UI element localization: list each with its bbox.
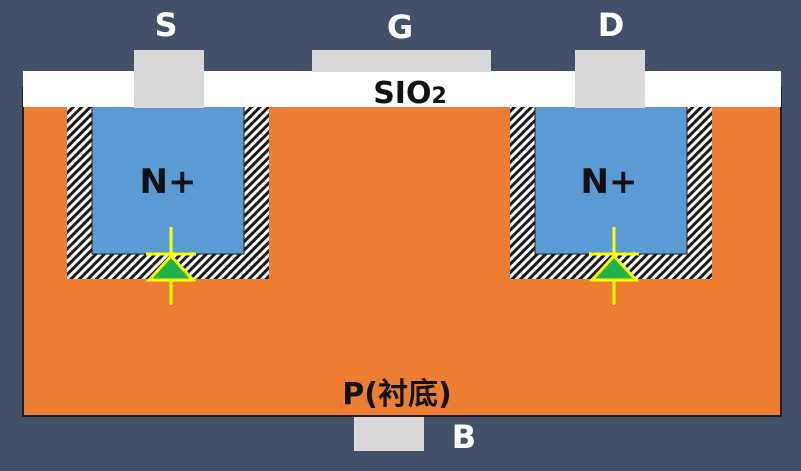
gate-label: G — [387, 8, 413, 46]
sio2-label-main: SIO — [373, 76, 431, 111]
drain-contact — [575, 50, 645, 108]
right-n-plus-label: N+ — [581, 162, 638, 202]
drain-label: D — [598, 6, 625, 44]
left-diode-icon — [145, 227, 197, 305]
substrate-label: P(衬底) — [342, 377, 451, 412]
left-n-plus-label: N+ — [140, 162, 197, 202]
body-label: B — [452, 418, 476, 456]
sio2-label: SIO2 — [373, 76, 447, 111]
source-label: S — [154, 6, 177, 44]
sio2-label-subscript: 2 — [431, 84, 446, 109]
left-n-plus-well — [91, 103, 245, 255]
right-diode-icon — [588, 227, 640, 305]
source-contact — [134, 50, 204, 108]
body-contact — [354, 417, 424, 451]
right-n-plus-well — [534, 103, 688, 255]
gate-contact — [312, 50, 491, 72]
